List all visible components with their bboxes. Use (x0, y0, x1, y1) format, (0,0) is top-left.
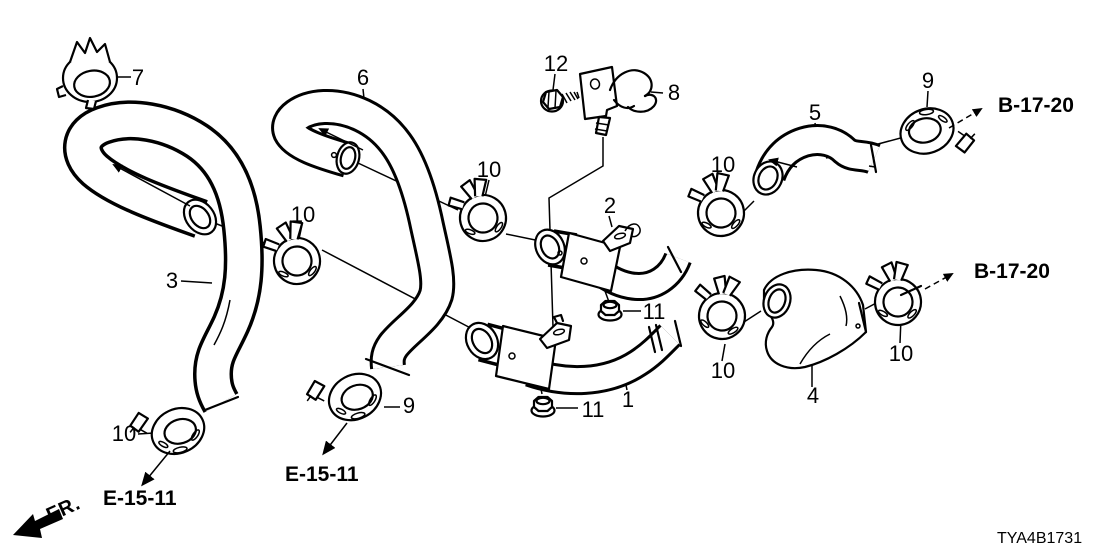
fr-arrow-icon (13, 509, 63, 538)
callout-part-10[interactable]: 10 (889, 341, 913, 366)
fr-label: FR. (43, 492, 84, 526)
water-hose-assembly-2[interactable] (530, 223, 692, 301)
water-hose-4[interactable] (759, 268, 868, 370)
callout-part-11[interactable]: 11 (643, 299, 666, 324)
callout-part-10[interactable]: 10 (112, 421, 136, 446)
clamp-9-a[interactable] (893, 94, 981, 173)
water-hose-6[interactable] (271, 88, 456, 377)
callout-part-12[interactable]: 12 (544, 51, 568, 76)
callout-part-5[interactable]: 5 (809, 100, 821, 125)
callout-part-8[interactable]: 8 (668, 80, 680, 105)
clamp-10-a[interactable] (258, 215, 326, 291)
flow-arrow-icon (112, 164, 191, 207)
water-hose-5[interactable] (748, 124, 881, 199)
water-hose-assembly-1[interactable] (460, 313, 683, 396)
callout-part-10[interactable]: 10 (711, 358, 735, 383)
b-17-20-arrow-icon (924, 273, 954, 290)
nut-11-lower[interactable] (530, 395, 556, 418)
clamp-10-b[interactable] (442, 172, 513, 250)
callout-part-10[interactable]: 10 (711, 152, 735, 177)
front-direction: FR. (13, 492, 84, 538)
b-17-20-arrow-icon (948, 107, 983, 129)
reference-layer: B-17-20B-17-20E-15-11E-15-11 (103, 94, 1074, 510)
callout-part-10[interactable]: 10 (477, 157, 501, 182)
cross-reference-E-15-11[interactable]: E-15-11 (103, 487, 177, 510)
water-hose-3[interactable] (63, 100, 264, 413)
hose-nipple (594, 115, 612, 137)
callout-part-11[interactable]: 11 (582, 397, 605, 422)
bracket-8[interactable] (578, 65, 658, 137)
bolt-12[interactable] (539, 88, 580, 113)
callout-part-4[interactable]: 4 (807, 383, 819, 408)
callout-part-7[interactable]: 7 (132, 65, 144, 90)
callout-part-2[interactable]: 2 (604, 193, 616, 218)
cross-reference-B-17-20[interactable]: B-17-20 (974, 260, 1050, 283)
e-15-11-arrow-icon (141, 450, 171, 487)
callout-part-9[interactable]: 9 (403, 393, 415, 418)
cross-reference-arrows (141, 107, 983, 487)
clamp-10-c[interactable] (684, 169, 749, 242)
clamp-7[interactable] (55, 36, 119, 111)
e-15-11-arrow-icon (322, 422, 348, 456)
diagram-code: TYA4B1731 (997, 530, 1082, 547)
callout-part-1[interactable]: 1 (622, 387, 634, 412)
clamp-10-e-pin (899, 284, 923, 297)
callout-part-6[interactable]: 6 (357, 65, 369, 90)
flow-arrow-icon (768, 157, 798, 168)
cross-reference-B-17-20[interactable]: B-17-20 (998, 94, 1074, 117)
clamp-10-d[interactable] (687, 271, 752, 344)
callout-part-3[interactable]: 3 (166, 268, 178, 293)
flow-arrow-icon (318, 128, 364, 151)
callout-part-10[interactable]: 10 (291, 202, 315, 227)
clamp-10-e[interactable] (863, 259, 925, 329)
cross-reference-E-15-11[interactable]: E-15-11 (285, 463, 359, 486)
callout-part-9[interactable]: 9 (922, 68, 934, 93)
nut-11-upper[interactable] (597, 299, 623, 322)
